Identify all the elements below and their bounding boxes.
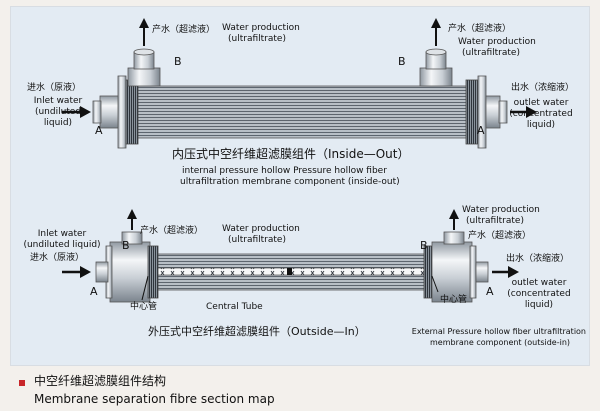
- production-arrow-right: [431, 18, 441, 46]
- inlet-arrow: [62, 106, 91, 118]
- central-tube-en: Central Tube: [206, 302, 263, 312]
- top-inlet-en-3: liquid): [43, 118, 73, 128]
- production-arrow-left: [139, 18, 149, 46]
- central-tube-marker: [287, 268, 292, 275]
- top-production-right-en-2: (ultrafiltrate): [462, 48, 520, 58]
- right-housing-ring: [469, 245, 477, 299]
- bottom-inlet-en-2: (undiluted liquid): [23, 240, 101, 250]
- top-outlet-en-1: outlet water: [513, 98, 569, 108]
- left-housing: [109, 241, 151, 303]
- production-arrow-left-bottom: [127, 209, 137, 230]
- right-housing: [431, 241, 473, 303]
- bottom-outlet-cn: 出水（浓缩液）: [506, 254, 570, 264]
- top-inlet-en-1: Inlet water: [33, 96, 83, 106]
- bottom-production-right-cn: 产水（超滤液）: [468, 231, 532, 241]
- bottom-caption-cn: 外压式中空纤维超滤膜组件（Outside—In）: [148, 325, 366, 338]
- bottom-label-A-right: A: [486, 285, 494, 298]
- right-outlet-pipe-bottom: [475, 261, 489, 283]
- bottom-inlet-cn: 进水（原液）: [30, 253, 85, 263]
- top-production-right-en-1: Water production: [458, 37, 536, 47]
- top-label-A-left: A: [95, 124, 103, 137]
- bottom-outlet-en-3: liquid): [524, 300, 554, 310]
- outlet-arrow: [510, 106, 537, 118]
- footer-title-cn: 中空纤维超滤膜组件结构: [34, 374, 167, 388]
- top-inlet-en-2: (undiluted: [34, 107, 82, 117]
- top-inlet-cn: 进水（原液）: [27, 83, 82, 93]
- bottom-production-left-cn: 产水（超滤液）: [140, 226, 204, 236]
- outlet-arrow-bottom: [492, 266, 519, 278]
- top-production-right-cn: 产水（超滤液）: [448, 24, 512, 34]
- central-tube-right-cn: 中心管: [440, 295, 468, 305]
- left-port-base: [127, 67, 161, 87]
- right-port-base: [419, 67, 453, 87]
- bottom-production-left-en-1: Water production: [222, 224, 300, 234]
- top-caption-cn: 内压式中空纤维超滤膜组件（Inside—Out）: [172, 147, 410, 161]
- top-label-B-left: B: [174, 55, 182, 68]
- bottom-label-B-right: B: [420, 239, 428, 252]
- footer-title-en: Membrane separation fibre section map: [34, 392, 275, 406]
- top-production-left-en-2: (ultrafiltrate): [228, 34, 286, 44]
- bottom-caption-en-2: membrane component (outside-in): [430, 338, 571, 347]
- left-inlet-pipe-bottom: [95, 261, 109, 283]
- diagram-panel: [10, 6, 590, 366]
- bottom-label-A-left: A: [90, 285, 98, 298]
- top-label-B-right: B: [398, 55, 406, 68]
- right-port-bottom: [443, 231, 465, 245]
- bottom-production-left-en-2: (ultrafiltrate): [228, 235, 286, 245]
- footer-bullet: [19, 380, 25, 386]
- top-outlet-en-2: (concentrated: [509, 109, 573, 119]
- bottom-outlet-en-2: (concentrated: [507, 289, 571, 299]
- left-port-top: [133, 48, 155, 56]
- right-outlet-nozzle: [498, 100, 508, 124]
- left-port-bottom: [121, 231, 143, 245]
- top-outlet-en-3: liquid): [526, 120, 556, 130]
- inside-out-module: [62, 18, 537, 149]
- central-tube-leader-right: [431, 275, 439, 293]
- top-outlet-cn: 出水（浓缩液）: [511, 83, 575, 93]
- left-housing-band: [147, 245, 159, 299]
- fiber-bundle: [136, 85, 468, 139]
- bottom-label-B-left: B: [122, 239, 130, 252]
- top-caption-en-1: internal pressure hollow Pressure hollow…: [182, 166, 387, 176]
- inlet-arrow-bottom: [62, 266, 91, 278]
- left-inlet-nozzle: [92, 100, 102, 124]
- right-outlet-pipe: [485, 95, 501, 129]
- left-endcap: [117, 75, 127, 149]
- bottom-inlet-en-1: Inlet water: [37, 229, 87, 239]
- central-tube-cn: 中心管: [130, 302, 158, 312]
- left-flange: [125, 79, 139, 145]
- bottom-production-right-en-2: (ultrafiltrate): [466, 216, 524, 226]
- top-label-A-right: A: [477, 124, 485, 137]
- bottom-production-right-en-1: Water production: [462, 205, 540, 215]
- production-arrow-right-bottom: [449, 209, 459, 230]
- top-production-left-en-1: Water production: [222, 23, 300, 33]
- outside-in-module: [62, 209, 519, 303]
- bottom-outlet-en-1: outlet water: [511, 278, 567, 288]
- top-caption-en-2: ultrafiltration membrane component (insi…: [180, 177, 400, 187]
- top-production-left-cn: 产水（超滤液）: [152, 25, 216, 35]
- central-tube-leader-left: [141, 275, 149, 301]
- right-port-top: [425, 48, 447, 56]
- bottom-caption-en-1: External Pressure hollow fiber ultrafilt…: [411, 327, 586, 336]
